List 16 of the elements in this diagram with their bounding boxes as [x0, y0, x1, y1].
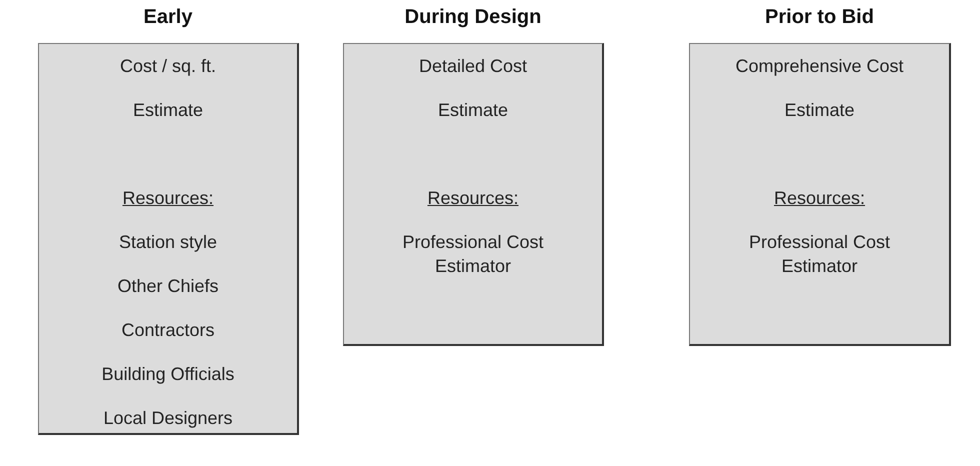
estimate-type: Comprehensive Cost Estimate	[734, 55, 904, 122]
stage-heading: Early	[142, 6, 194, 29]
resource-item: Professional Cost Estimator	[401, 231, 545, 278]
resource-item: Station style	[118, 231, 218, 254]
resource-item: Building Officials	[100, 363, 236, 386]
resource-item: Professional Cost Estimator	[748, 231, 892, 278]
resources-heading: Resources:	[426, 187, 520, 210]
estimate-type: Cost / sq. ft. Estimate	[118, 55, 218, 122]
stage-heading: During Design	[404, 6, 542, 29]
estimate-type: Detailed Cost Estimate	[418, 55, 528, 122]
resource-item: Other Chiefs	[116, 275, 220, 298]
resources-heading: Resources:	[772, 187, 866, 210]
resource-item: Contractors	[120, 319, 216, 342]
resource-item: Local Designers	[102, 407, 234, 430]
resources-heading: Resources:	[121, 187, 215, 210]
stage-heading: Prior to Bid	[764, 6, 875, 29]
